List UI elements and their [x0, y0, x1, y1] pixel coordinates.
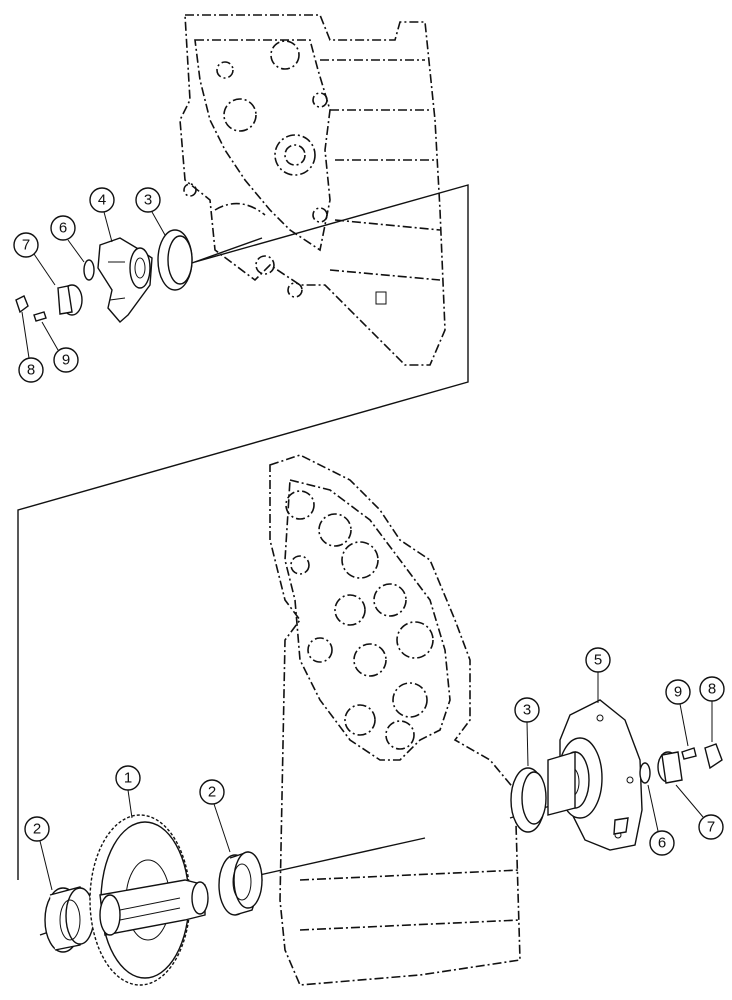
svg-text:6: 6: [658, 835, 666, 852]
svg-text:7: 7: [707, 819, 715, 836]
callout-top-3: 3: [135, 187, 166, 236]
gear-part: [89, 814, 209, 986]
callout-bottom-3: 3: [514, 697, 540, 767]
callout-bottom-1: 1: [115, 765, 141, 819]
svg-text:7: 7: [22, 237, 30, 254]
bolt-part-bottom: [681, 747, 697, 760]
callout-top-9: 9: [41, 321, 79, 373]
bearing-part-right: [218, 851, 263, 916]
svg-text:8: 8: [708, 681, 716, 698]
callout-bottom-7: 7: [675, 784, 724, 840]
svg-text:6: 6: [59, 220, 67, 237]
yoke-part-top: [97, 237, 153, 323]
lock-plate-part-bottom: [704, 743, 723, 770]
callout-top-6: 6: [50, 215, 85, 263]
section-frame-line: [17, 184, 469, 880]
upper-transmission-housing: [179, 14, 446, 366]
callout-bottom-9: 9: [665, 679, 691, 747]
svg-text:3: 3: [523, 702, 531, 719]
callout-top-8: 8: [18, 311, 44, 383]
washer-part-bottom: [657, 751, 683, 784]
callout-bottom-2-left: 2: [24, 816, 53, 891]
callout-top-7: 7: [13, 232, 56, 286]
bearing-part-left: [44, 886, 95, 953]
svg-text:2: 2: [33, 821, 41, 838]
svg-text:4: 4: [98, 192, 106, 209]
svg-text:8: 8: [27, 362, 35, 379]
callout-top-4: 4: [89, 187, 115, 243]
carrier-plate-part: [547, 699, 643, 851]
callout-bottom-8: 8: [699, 676, 725, 742]
svg-text:9: 9: [674, 684, 682, 701]
svg-text:1: 1: [124, 770, 132, 787]
lower-transmission-housing: [269, 454, 521, 986]
o-ring-part-bottom: [639, 762, 651, 784]
svg-text:9: 9: [62, 352, 70, 369]
svg-text:2: 2: [208, 784, 216, 801]
svg-text:3: 3: [144, 192, 152, 209]
lock-plate-part-top: [15, 295, 29, 314]
seal-part-top: [157, 229, 193, 291]
svg-text:5: 5: [594, 652, 602, 669]
washer-part-top: [57, 284, 83, 316]
callout-bottom-6: 6: [647, 784, 675, 856]
bolt-part-top: [33, 311, 47, 322]
callout-bottom-2-right: 2: [199, 779, 231, 853]
seal-part-bottom: [510, 767, 547, 833]
o-ring-part-top: [83, 259, 95, 281]
callout-bottom-5: 5: [585, 647, 611, 703]
